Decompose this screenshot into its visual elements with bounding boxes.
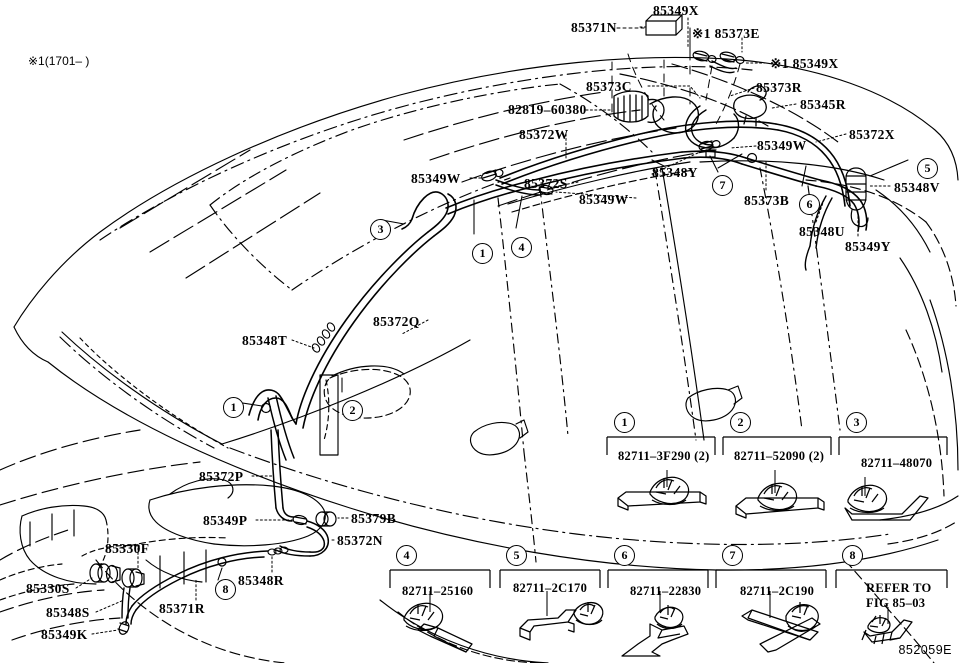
callout-85373C: 85373C	[586, 79, 632, 94]
part-number-2: 82711–52090 (2)	[734, 449, 825, 463]
diagram-marker-8: 8	[215, 579, 236, 600]
callout-85373B: 85373B	[744, 193, 790, 208]
callout-85345R: 85345R	[800, 97, 846, 112]
callout-85349W-low: 85349W	[579, 192, 629, 207]
callout-85348Y: 85348Y	[652, 165, 698, 180]
callout-85372P: 85372P	[199, 469, 244, 484]
part-number-8-line1: REFER TO	[866, 581, 932, 595]
diagram-marker-1-pillar: 1	[223, 397, 244, 418]
callout-85371R: 85371R	[159, 601, 205, 616]
diagram-marker-1-roof: 1	[472, 243, 493, 264]
part-number-7: 82711–2C190	[740, 584, 815, 598]
table-cell-number-4[interactable]: 4	[396, 545, 417, 566]
callout-85349X-top: 85349X	[653, 3, 699, 18]
diagram-marker-6: 6	[799, 194, 820, 215]
diagram-marker-3: 3	[370, 219, 391, 240]
callout-85379B: 85379B	[351, 511, 397, 526]
callout-85348U: 85348U	[799, 224, 845, 239]
callout-82819-60380: 82819–60380	[508, 102, 587, 117]
callout-85349Y: 85349Y	[845, 239, 891, 254]
part-number-3: 82711–48070	[861, 456, 933, 470]
part-number-8-line2: FIG 85–03	[866, 596, 926, 610]
diagram-marker-7: 7	[712, 175, 733, 196]
table-cell-number-1[interactable]: 1	[614, 412, 635, 433]
part-number-5: 82711–2C170	[513, 581, 588, 595]
callout-85349P: 85349P	[203, 513, 248, 528]
callout-85372W: 85372W	[519, 127, 569, 142]
callout-85348S: 85348S	[46, 605, 90, 620]
callout-85349X-right: ※1 85349X	[770, 56, 839, 71]
callout-85330F: 85330F	[105, 541, 150, 556]
diagram-marker-2: 2	[342, 400, 363, 421]
callout-85372S: 85372S	[524, 176, 568, 191]
callout-85348T: 85348T	[242, 333, 288, 348]
callout-85371N: 85371N	[571, 20, 617, 35]
table-cell-number-7[interactable]: 7	[722, 545, 743, 566]
callout-85349K: 85349K	[41, 627, 88, 642]
callout-85373E: ※1 85373E	[692, 26, 760, 41]
table-cell-number-3[interactable]: 3	[846, 412, 867, 433]
part-number-1: 82711–3F290 (2)	[618, 449, 710, 463]
table-cell-number-5[interactable]: 5	[506, 545, 527, 566]
callout-85372Q: 85372Q	[373, 314, 420, 329]
table-cell-number-6[interactable]: 6	[614, 545, 635, 566]
callout-85372X: 85372X	[849, 127, 895, 142]
figure-code: 852059E	[898, 643, 952, 657]
part-number-4: 82711–25160	[402, 584, 474, 598]
callout-85373R: 85373R	[756, 80, 802, 95]
callout-85349W-mid: 85349W	[757, 138, 807, 153]
diagram-marker-4: 4	[511, 237, 532, 258]
callout-85348R: 85348R	[238, 573, 284, 588]
callout-85348V: 85348V	[894, 180, 940, 195]
diagram-note: ※1(1701– )	[28, 54, 90, 68]
callout-85349W-left: 85349W	[411, 171, 461, 186]
part-number-6: 82711–22830	[630, 584, 702, 598]
table-cell-number-2[interactable]: 2	[730, 412, 751, 433]
table-cell-number-8[interactable]: 8	[842, 545, 863, 566]
diagram-marker-5: 5	[917, 158, 938, 179]
part-number-8: REFER TO FIG 85–03	[866, 581, 932, 611]
callout-85330S: 85330S	[26, 581, 70, 596]
callout-85372N: 85372N	[337, 533, 383, 548]
